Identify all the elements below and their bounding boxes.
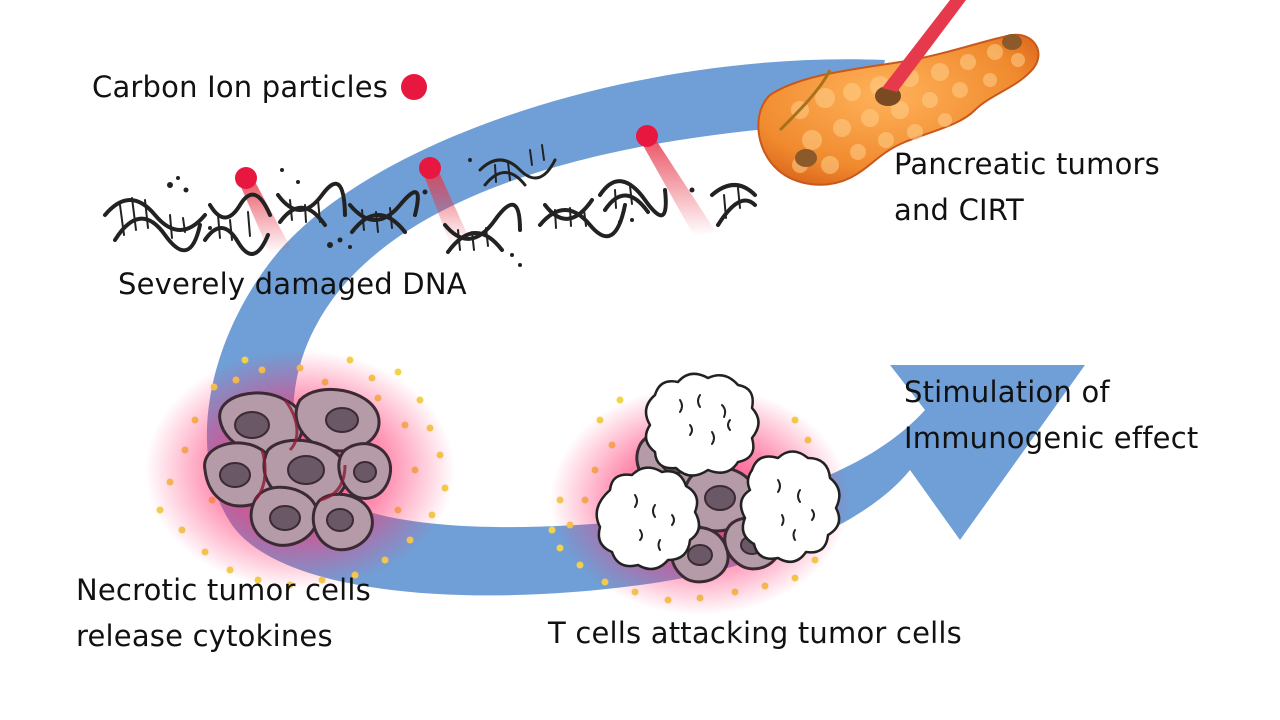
necrotic-cells-label: Necrotic tumor cells release cytokines — [76, 567, 371, 659]
carbon-ion-particles — [235, 125, 716, 254]
pancreas-icon — [757, 33, 1040, 186]
carbon-ion-label-text: Carbon Ion particles — [92, 70, 389, 104]
pancreatic-tumors-line-1: Pancreatic tumors — [894, 147, 1160, 181]
dna-helix-icon — [103, 144, 757, 267]
necrotic-cells-line-2: release cytokines — [76, 619, 333, 653]
t-cells-text: T cells attacking tumor cells — [548, 616, 962, 650]
carbon-ion-beam — [882, 0, 966, 92]
carbon-ion-particle-icon — [419, 157, 470, 244]
necrotic-cells-line-1: Necrotic tumor cells — [76, 573, 371, 607]
carbon-ion-particle-icon — [636, 125, 716, 236]
stimulation-label: Stimulation of Immunogenic effect — [904, 369, 1198, 461]
pancreatic-tumors-label: Pancreatic tumors and CIRT — [894, 141, 1160, 233]
necrotic-tumor-cells — [145, 350, 455, 590]
carbon-ion-particle-icon — [235, 167, 292, 254]
pancreatic-tumors-line-2: and CIRT — [894, 193, 1024, 227]
t-cell-icon — [595, 466, 701, 571]
stimulation-line-2: Immunogenic effect — [904, 421, 1199, 455]
damaged-dna-label: Severely damaged DNA — [118, 261, 467, 307]
t-cell-icon — [644, 372, 760, 477]
stimulation-line-1: Stimulation of — [904, 375, 1110, 409]
carbon-ion-particle-icon — [401, 74, 428, 100]
t-cell-attack-cluster — [550, 372, 850, 615]
carbon-ion-label: Carbon Ion particles — [92, 64, 428, 110]
damaged-dna-text: Severely damaged DNA — [118, 267, 467, 301]
t-cells-label: T cells attacking tumor cells — [548, 610, 962, 656]
t-cell-icon — [739, 450, 841, 564]
